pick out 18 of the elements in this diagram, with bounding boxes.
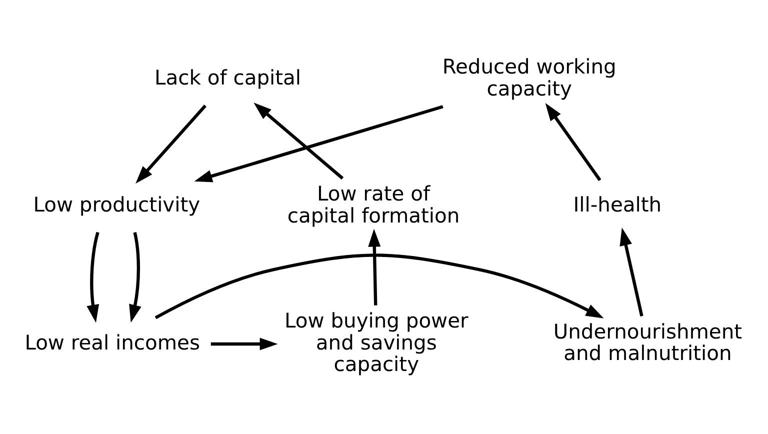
node-text: Low real incomes (24, 330, 200, 354)
arrow (368, 228, 381, 306)
node-text: Lack of capital (154, 66, 302, 90)
arrow (194, 105, 444, 182)
arrow (154, 254, 604, 320)
node-text: Ill-health (573, 192, 662, 217)
arrow (86, 232, 100, 323)
arrow (136, 104, 206, 184)
arrow (254, 102, 344, 180)
node-text: Low rate of capital formation (287, 182, 460, 228)
node-text: Low productivity (33, 192, 200, 217)
node-text: Reduced working capacity (442, 54, 616, 100)
node-text: Low buying power and savings capacity (284, 308, 468, 376)
arrow (545, 103, 602, 182)
arrow (129, 232, 142, 323)
arrow (620, 228, 644, 316)
node-text: Undernourishment and malnutrition (553, 320, 742, 366)
arrow (210, 338, 278, 350)
